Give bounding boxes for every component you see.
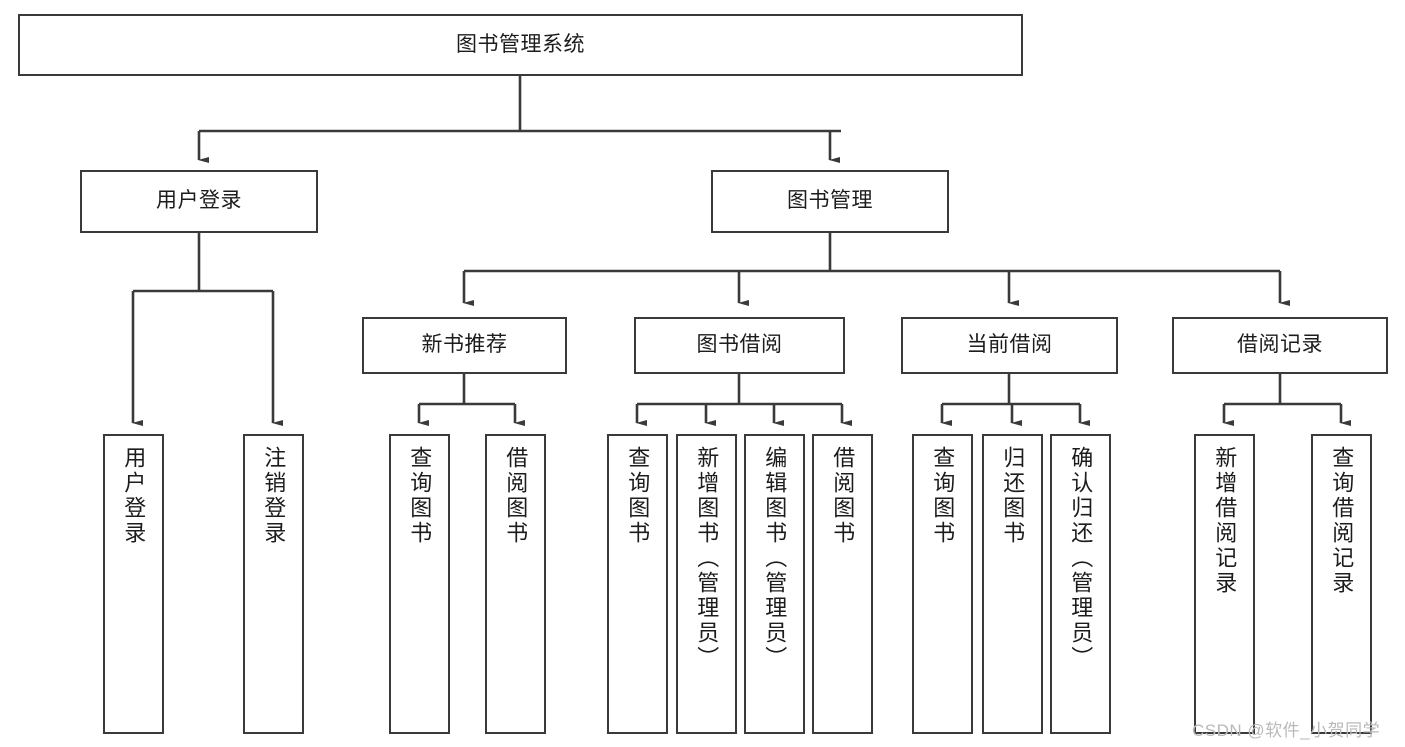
leaf-nb-query-book[interactable]: 查询图书 xyxy=(389,434,450,734)
leaf-logout[interactable]: 注销登录 xyxy=(243,434,304,734)
leaf-nb-borrow-book[interactable]: 借阅图书 xyxy=(485,434,546,734)
node-current-borrow[interactable]: 当前借阅 xyxy=(901,317,1118,374)
leaf-user-login[interactable]: 用户登录 xyxy=(103,434,164,734)
leaf-bb-query-book[interactable]: 查询图书 xyxy=(607,434,668,734)
leaf-cb-confirm-return-label: 确认归还（管理员） xyxy=(1068,446,1094,671)
node-borrow-record-label: 借阅记录 xyxy=(1237,333,1323,357)
node-user-login-label: 用户登录 xyxy=(156,189,242,213)
node-book-borrow-label: 图书借阅 xyxy=(696,333,783,357)
leaf-logout-label: 注销登录 xyxy=(261,446,287,546)
leaf-cb-return-book[interactable]: 归还图书 xyxy=(982,434,1043,734)
node-book-borrow[interactable]: 图书借阅 xyxy=(634,317,845,374)
node-root-system-label: 图书管理系统 xyxy=(456,32,585,56)
leaf-nb-borrow-book-label: 借阅图书 xyxy=(503,446,529,546)
leaf-cb-query-book[interactable]: 查询图书 xyxy=(912,434,973,734)
leaf-bb-query-book-label: 查询图书 xyxy=(625,446,651,546)
leaf-bb-borrow-book[interactable]: 借阅图书 xyxy=(812,434,873,734)
node-root-system[interactable]: 图书管理系统 xyxy=(18,14,1023,76)
node-new-book-recommend-label: 新书推荐 xyxy=(421,333,508,357)
watermark-text: CSDN @软件_小贺同学 xyxy=(1192,721,1381,740)
node-current-borrow-label: 当前借阅 xyxy=(966,333,1053,357)
leaf-user-login-label: 用户登录 xyxy=(121,446,147,546)
leaf-bb-add-book-label: 新增图书（管理员） xyxy=(694,446,720,671)
node-user-login[interactable]: 用户登录 xyxy=(80,170,318,233)
leaf-bb-edit-book[interactable]: 编辑图书（管理员） xyxy=(744,434,805,734)
leaf-cb-return-book-label: 归还图书 xyxy=(1000,446,1026,546)
leaf-br-query-record[interactable]: 查询借阅记录 xyxy=(1311,434,1372,734)
leaf-bb-add-book[interactable]: 新增图书（管理员） xyxy=(676,434,737,734)
leaf-bb-borrow-book-label: 借阅图书 xyxy=(830,446,856,546)
leaf-br-query-record-label: 查询借阅记录 xyxy=(1329,446,1355,596)
leaf-cb-confirm-return[interactable]: 确认归还（管理员） xyxy=(1050,434,1111,734)
leaf-br-add-record[interactable]: 新增借阅记录 xyxy=(1194,434,1255,734)
node-new-book-recommend[interactable]: 新书推荐 xyxy=(362,317,567,374)
leaf-nb-query-book-label: 查询图书 xyxy=(407,446,433,546)
leaf-bb-edit-book-label: 编辑图书（管理员） xyxy=(762,446,788,671)
node-book-manage-label: 图书管理 xyxy=(787,189,873,213)
node-borrow-record[interactable]: 借阅记录 xyxy=(1172,317,1388,374)
node-book-manage[interactable]: 图书管理 xyxy=(711,170,949,233)
leaf-cb-query-book-label: 查询图书 xyxy=(930,446,956,546)
leaf-br-add-record-label: 新增借阅记录 xyxy=(1212,446,1238,596)
